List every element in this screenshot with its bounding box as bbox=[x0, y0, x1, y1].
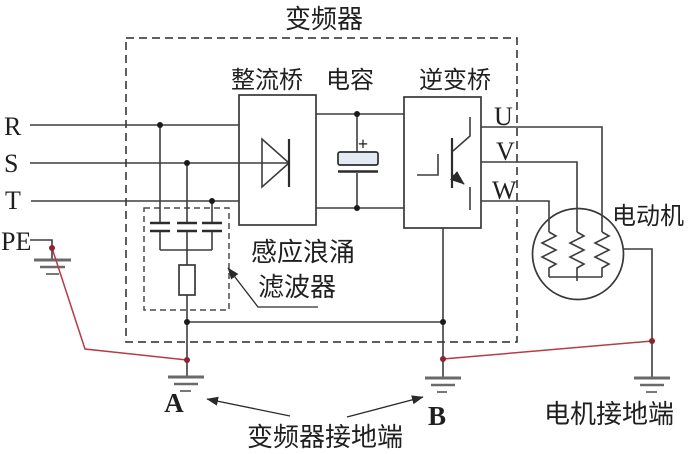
igbt-symbol bbox=[417, 117, 471, 210]
w-wire bbox=[481, 200, 550, 232]
terminal-u-label: U bbox=[494, 102, 513, 131]
filter-resistor bbox=[178, 264, 196, 296]
u-wire bbox=[481, 126, 603, 232]
page-title: 变频器 bbox=[285, 5, 363, 34]
terminal-t-label: T bbox=[5, 186, 21, 215]
ground-loop-wire-right bbox=[442, 340, 653, 360]
terminal-pe-label: PE bbox=[1, 227, 31, 256]
ground-b-label: B bbox=[428, 401, 446, 431]
ground-a-label: A bbox=[164, 388, 184, 418]
junction-dots bbox=[157, 111, 446, 325]
terminal-r-label: R bbox=[4, 112, 22, 141]
ground-symbol-b bbox=[425, 376, 461, 393]
rectifier-label: 整流桥 bbox=[231, 67, 303, 94]
inverter-box bbox=[403, 96, 482, 229]
red-junction-dots bbox=[49, 245, 655, 363]
ground-symbol-motor bbox=[634, 376, 670, 393]
filter-leader-arrow bbox=[227, 267, 318, 308]
inverter-label: 逆变桥 bbox=[419, 67, 491, 94]
v-wire bbox=[481, 161, 578, 232]
diode-symbol bbox=[239, 137, 291, 189]
terminal-s-label: S bbox=[4, 149, 18, 178]
ground-loop-wire-left bbox=[51, 247, 188, 361]
pe-wire bbox=[30, 239, 53, 259]
motor-circle bbox=[531, 207, 625, 301]
ground-label-arrow-left bbox=[206, 396, 291, 417]
motor-ground-label: 电机接地端 bbox=[544, 400, 674, 429]
ground-symbol-a bbox=[168, 375, 204, 392]
motor-winding bbox=[540, 231, 611, 281]
ground-label-arrow-right bbox=[346, 395, 424, 418]
motor-label: 电动机 bbox=[612, 203, 684, 230]
motor-ground-wire bbox=[623, 248, 653, 378]
ground-symbol-pe bbox=[34, 258, 71, 275]
dc-link-capacitor bbox=[337, 114, 379, 208]
terminal-v-label: V bbox=[496, 137, 515, 166]
filter-label-line2: 滤波器 bbox=[258, 273, 336, 302]
inverter-ground-label: 变频器接地端 bbox=[247, 423, 403, 452]
capacitor-plus-sign: + bbox=[358, 134, 368, 154]
rectifier-box bbox=[238, 94, 317, 226]
capacitor-label: 电容 bbox=[326, 67, 374, 94]
filter-label-line1: 感应浪涌 bbox=[251, 238, 355, 267]
filter-capacitors bbox=[150, 221, 222, 251]
converter-dashed-box bbox=[125, 37, 518, 343]
terminal-w-label: W bbox=[492, 176, 517, 205]
